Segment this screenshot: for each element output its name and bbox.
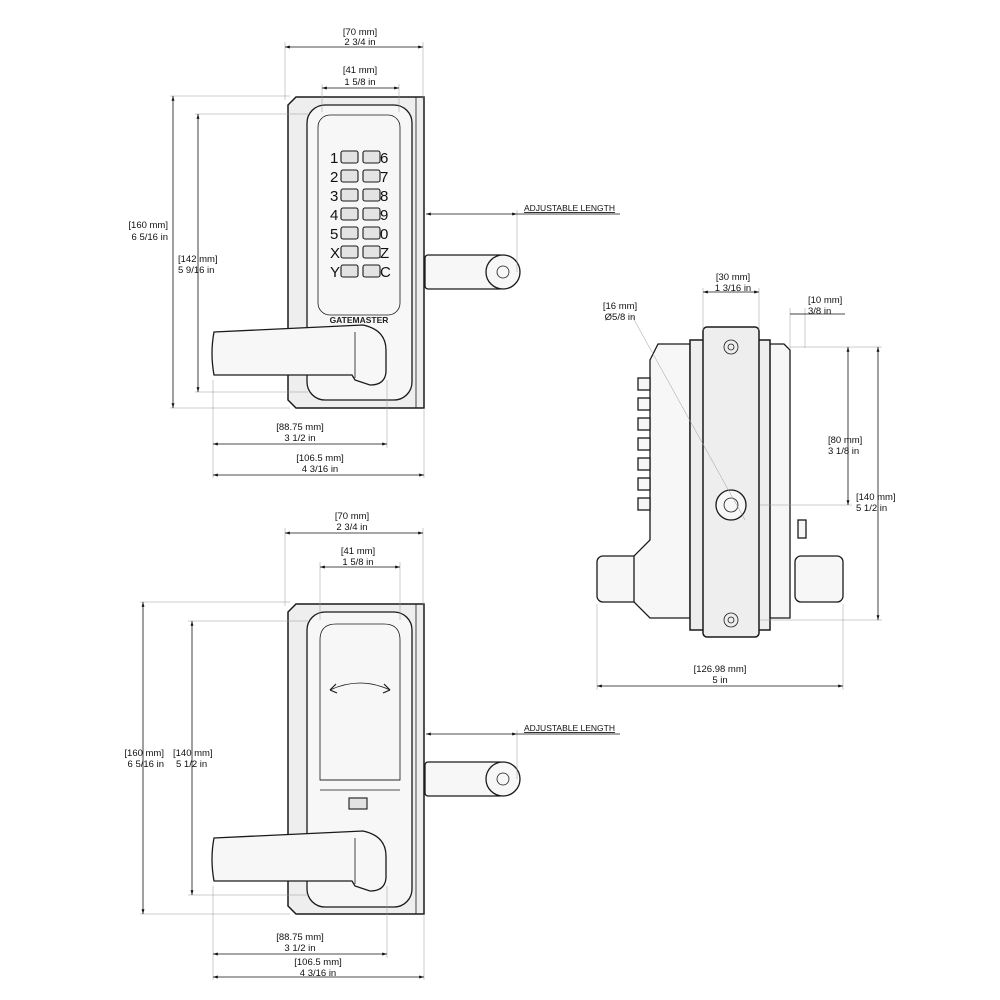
dim-label: [88.75 mm] — [276, 932, 324, 943]
front-arm-hole — [496, 265, 510, 279]
keypad-button[interactable] — [340, 207, 359, 221]
side-spindle-right — [794, 555, 844, 603]
dim-label: [10 mm] — [808, 295, 842, 306]
rear-view: [70 mm] 2 3/4 in [41 mm] 1 5/8 in [160 m… — [124, 511, 620, 980]
dim-label: 1 3/16 in — [715, 283, 751, 294]
key-label: 4 — [330, 207, 338, 224]
rear-lever-handle[interactable] — [211, 830, 387, 892]
key-label: 5 — [330, 226, 338, 243]
front-arm-end — [485, 254, 521, 290]
keypad-button[interactable] — [340, 188, 359, 202]
key-label: Z — [380, 245, 389, 262]
keypad-right-column: 6 7 8 9 0 Z C — [362, 150, 391, 281]
keypad-button[interactable] — [362, 245, 381, 259]
dim-label: [30 mm] — [716, 272, 750, 283]
dim-label: 1 5/8 in — [342, 557, 373, 568]
key-label: 3 — [330, 188, 338, 205]
dim-label: 5 9/16 in — [178, 265, 214, 276]
dim-label: 3 1/8 in — [828, 446, 859, 457]
hold-open-button[interactable] — [348, 797, 368, 810]
dim-label: [80 mm] — [828, 435, 862, 446]
rear-arm-end — [485, 761, 521, 797]
dim-label: 1 5/8 in — [344, 77, 375, 88]
dim-label: [126.98 mm] — [694, 664, 747, 675]
dim-label: 3/8 in — [808, 306, 831, 317]
dim-label: 4 3/16 in — [300, 968, 336, 979]
side-view: [16 mm] Ø5/8 in [30 mm] 1 3/16 in [10 mm… — [596, 272, 896, 690]
key-label: 2 — [330, 169, 338, 186]
side-keys — [637, 377, 651, 511]
dim-label: 3 1/2 in — [284, 943, 315, 954]
keypad-button[interactable] — [362, 169, 381, 183]
key-label: 6 — [380, 150, 388, 167]
screw-icon — [723, 339, 739, 355]
adjustable-length-label: ADJUSTABLE LENGTH — [524, 203, 615, 213]
keypad-button[interactable] — [340, 264, 359, 278]
key-label: Y — [330, 264, 340, 281]
dim-label: [70 mm] — [343, 27, 377, 38]
dim-label: [41 mm] — [343, 65, 377, 76]
dim-label: 5 1/2 in — [176, 759, 207, 770]
dim-label: [140 mm] — [856, 492, 896, 503]
dim-label: 3 1/2 in — [284, 433, 315, 444]
dim-label: [70 mm] — [335, 511, 369, 522]
rotate-arrow-icon — [329, 682, 391, 691]
key-hole — [715, 489, 747, 521]
dim-label: 6 5/16 in — [132, 232, 168, 243]
key-label: 7 — [380, 169, 388, 186]
key-label: 1 — [330, 150, 338, 167]
key-label: C — [380, 264, 391, 281]
keypad-button[interactable] — [362, 207, 381, 221]
keypad-button[interactable] — [340, 245, 359, 259]
dim-label: [88.75 mm] — [276, 422, 324, 433]
key-label: X — [330, 245, 340, 262]
keypad-button[interactable] — [362, 226, 381, 240]
key-label: 0 — [380, 226, 388, 243]
dim-label: [41 mm] — [341, 546, 375, 557]
dim-label: Ø5/8 in — [605, 312, 636, 323]
dim-label: [106.5 mm] — [294, 957, 342, 968]
key-label: 9 — [380, 207, 388, 224]
keypad-button[interactable] — [340, 169, 359, 183]
keypad-button[interactable] — [362, 188, 381, 202]
screw-icon — [723, 612, 739, 628]
dim-label: 5 1/2 in — [856, 503, 887, 514]
dim-label: [142 mm] — [178, 254, 218, 265]
keypad-button[interactable] — [340, 226, 359, 240]
dim-label: [140 mm] — [173, 748, 213, 759]
dim-label: [16 mm] — [603, 301, 637, 312]
dim-label: 4 3/16 in — [302, 464, 338, 475]
side-center-plate — [702, 326, 760, 638]
dim-label: 2 3/4 in — [344, 37, 375, 48]
keypad-left-column: 1 2 3 4 5 X Y — [330, 150, 359, 281]
dim-label: 5 in — [712, 675, 727, 686]
dim-label: 2 3/4 in — [336, 522, 367, 533]
keypad-button[interactable] — [362, 150, 381, 164]
keypad-button[interactable] — [362, 264, 381, 278]
dim-label: 6 5/16 in — [128, 759, 164, 770]
key-label: 8 — [380, 188, 388, 205]
dim-label: [106.5 mm] — [296, 453, 344, 464]
front-keypad-view: 1 2 3 4 5 X Y 6 7 8 9 0 — [128, 27, 620, 478]
dim-label: [160 mm] — [128, 220, 168, 231]
dim-label: [160 mm] — [124, 748, 164, 759]
brand-logo: GATEMASTER — [330, 315, 389, 325]
front-lever-handle[interactable] — [211, 324, 387, 386]
adjustable-length-label: ADJUSTABLE LENGTH — [524, 723, 615, 733]
keypad-button[interactable] — [340, 150, 359, 164]
